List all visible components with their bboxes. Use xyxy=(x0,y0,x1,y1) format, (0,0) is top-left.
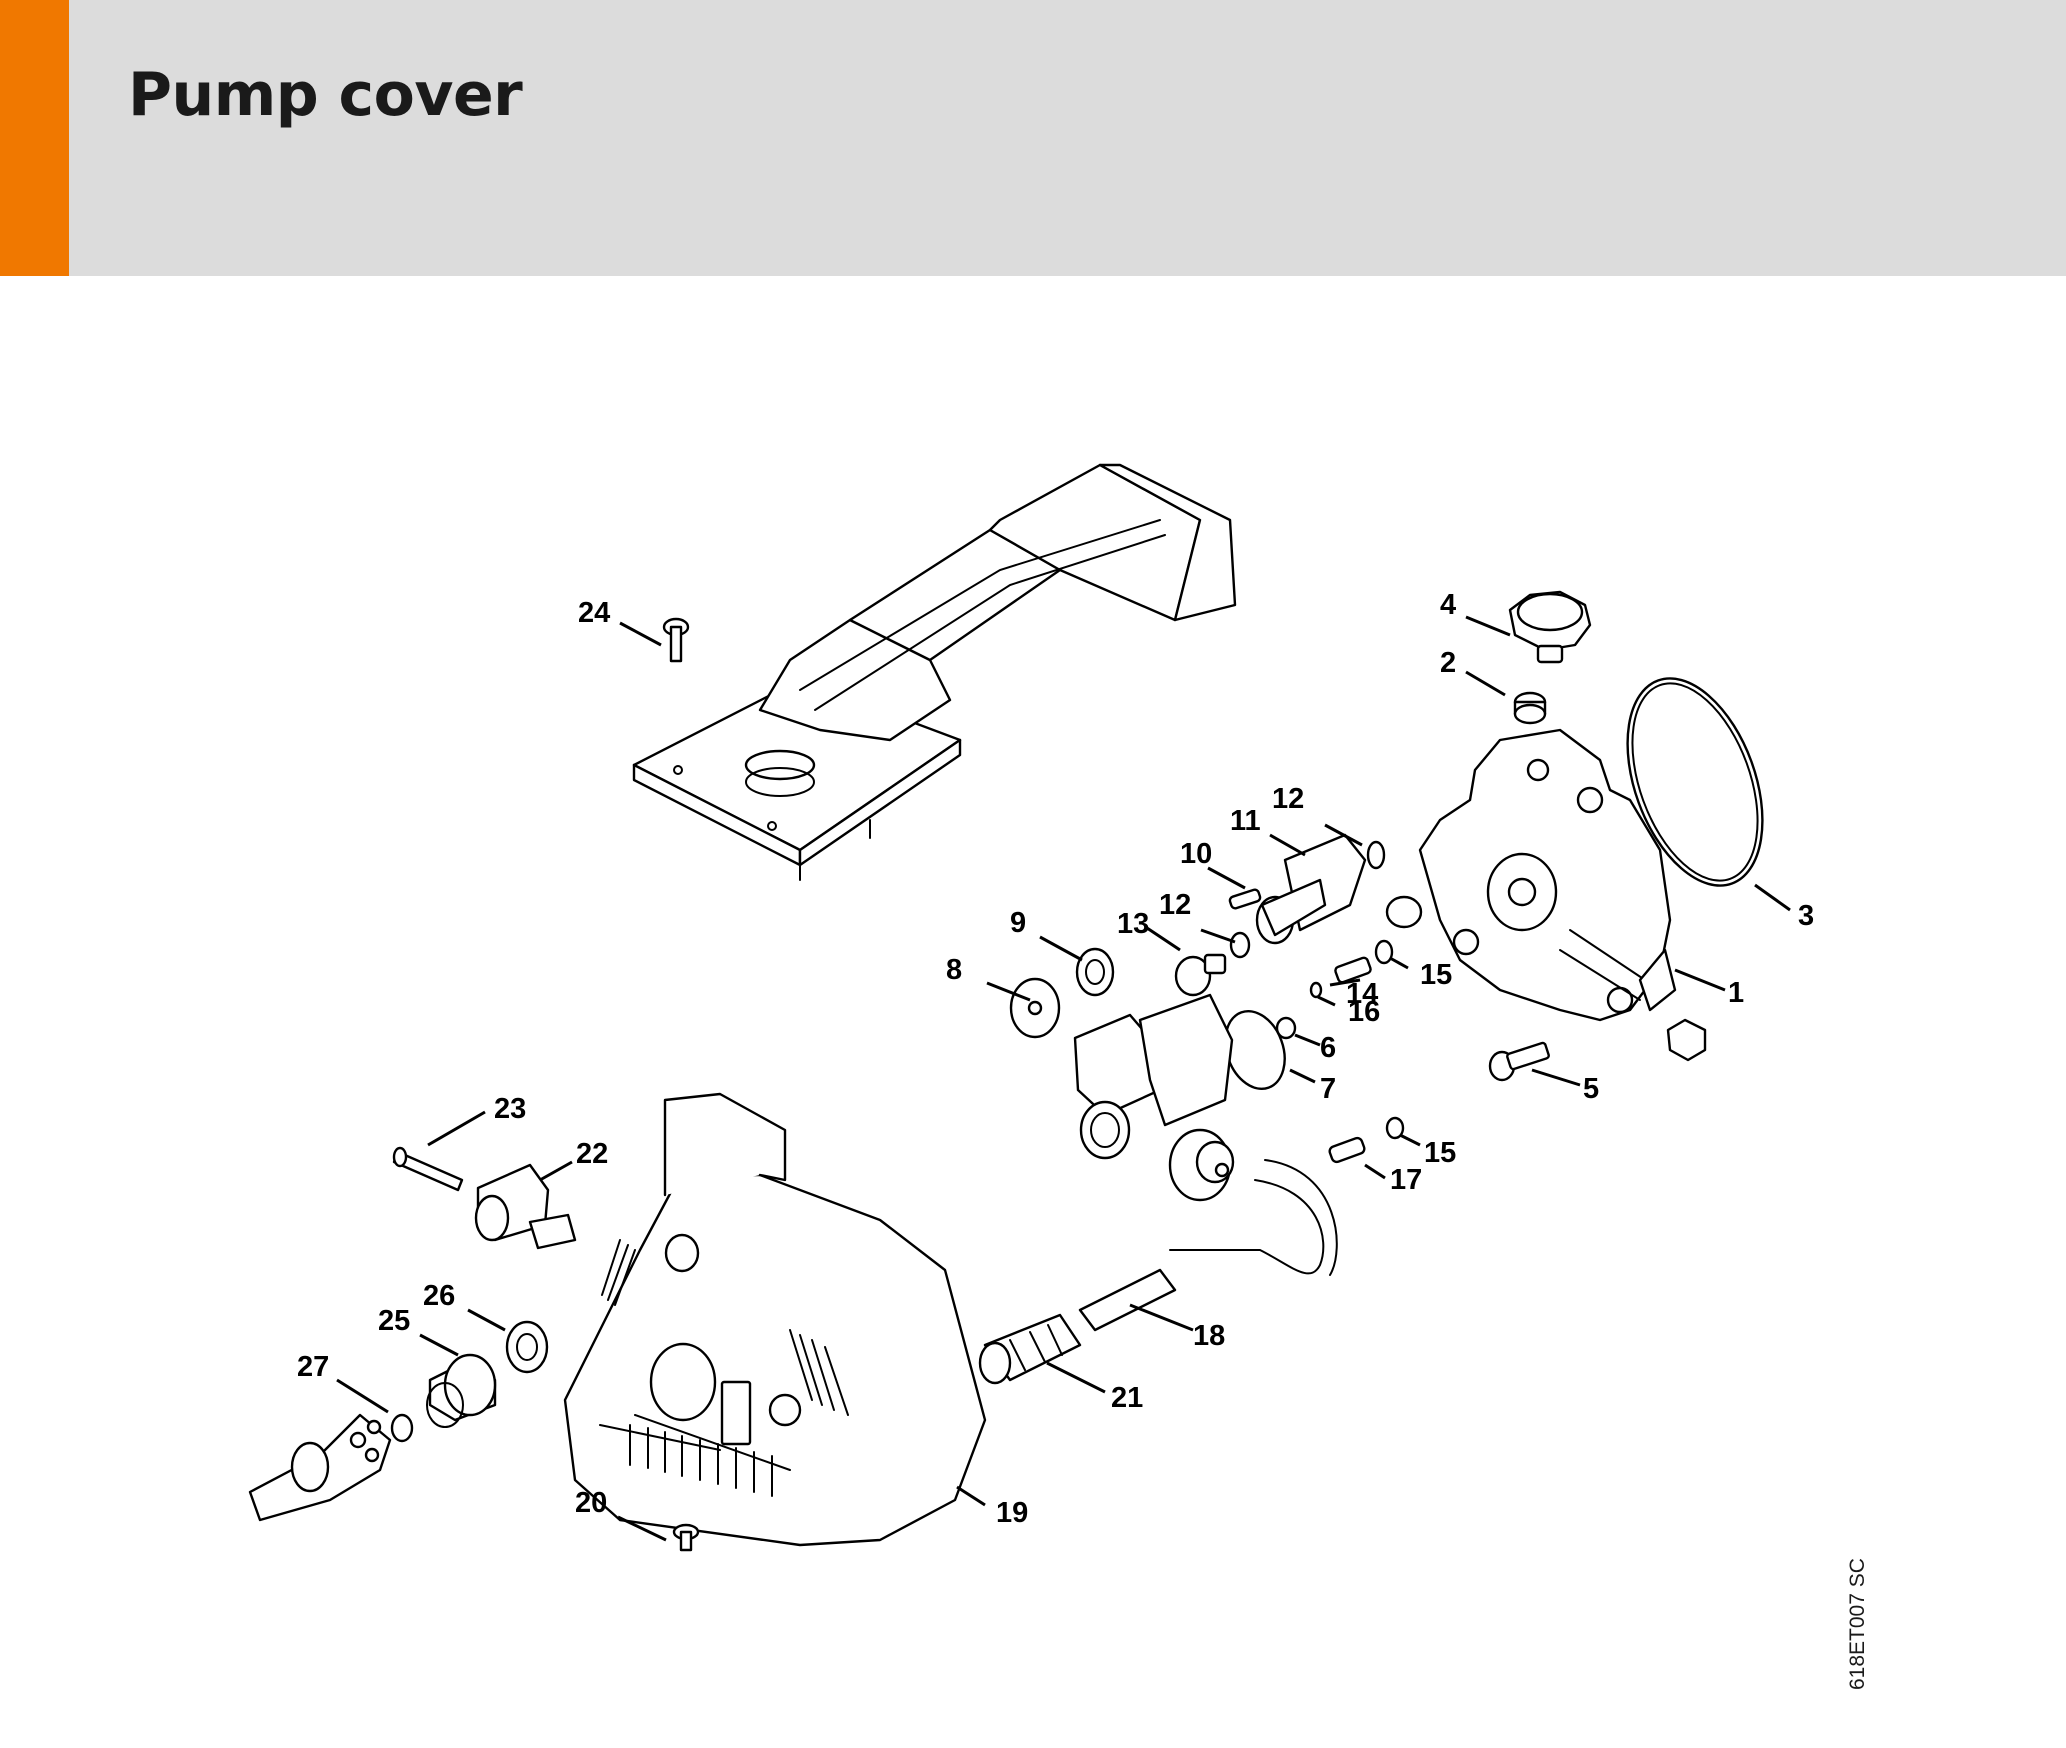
accent-bar xyxy=(0,0,69,276)
callout-labels: 1 2 3 4 5 6 7 8 9 10 11 12 12 13 14 15 1… xyxy=(297,589,1814,1529)
fitting xyxy=(1255,833,1386,945)
valve-body xyxy=(1073,993,1235,1202)
callout-25: 25 xyxy=(378,1305,410,1337)
leader-lines xyxy=(336,615,1791,1542)
callout-2: 2 xyxy=(1440,647,1456,679)
plug-13 xyxy=(1174,953,1227,997)
page-title: Pump cover xyxy=(128,60,523,130)
sealing-cap xyxy=(1385,895,1423,929)
screw-20 xyxy=(672,1523,700,1552)
washer-8 xyxy=(1009,977,1061,1039)
o-ring-large xyxy=(1626,677,1764,887)
callout-18: 18 xyxy=(1193,1320,1225,1352)
header-band: Pump cover xyxy=(0,0,2066,276)
o-ring-15 xyxy=(1374,939,1394,965)
o-ring-12 xyxy=(1229,931,1251,959)
knob-22 xyxy=(474,1163,577,1250)
callout-14: 14 xyxy=(1346,978,1378,1010)
filter-21 xyxy=(978,1313,1082,1385)
screw-23 xyxy=(392,1146,464,1192)
callout-12-top: 12 xyxy=(1272,783,1304,815)
callout-21: 21 xyxy=(1111,1382,1143,1414)
callout-6: 6 xyxy=(1320,1032,1336,1064)
callout-19: 19 xyxy=(996,1497,1028,1529)
callout-15-bottom: 15 xyxy=(1424,1137,1456,1169)
callout-20: 20 xyxy=(575,1487,607,1519)
o-ring-15b xyxy=(1385,1116,1405,1140)
washer-9 xyxy=(1075,947,1115,997)
callout-15-top: 15 xyxy=(1420,959,1452,991)
fitting-17 xyxy=(1328,1136,1366,1164)
screw-5 xyxy=(1488,1041,1550,1082)
callout-16: 16 xyxy=(1348,996,1380,1028)
coupling-25 xyxy=(426,1353,497,1428)
callout-9: 9 xyxy=(1010,907,1026,939)
callout-24: 24 xyxy=(578,597,610,629)
callout-5: 5 xyxy=(1583,1073,1599,1105)
callout-12-mid: 12 xyxy=(1159,889,1191,921)
callout-26: 26 xyxy=(423,1280,455,1312)
callout-8: 8 xyxy=(946,954,962,986)
callout-3: 3 xyxy=(1798,900,1814,932)
screw-10 xyxy=(1228,888,1262,910)
callout-10: 10 xyxy=(1180,838,1212,870)
nut-hex xyxy=(1666,1018,1707,1062)
pump-cover-shell xyxy=(563,1092,987,1547)
nut-small xyxy=(1513,691,1547,725)
callout-13: 13 xyxy=(1117,908,1149,940)
callout-1: 1 xyxy=(1728,977,1744,1009)
callout-11: 11 xyxy=(1230,805,1261,837)
carrying-handle xyxy=(632,463,1237,881)
o-ring-6 xyxy=(1275,1016,1297,1040)
callout-27: 27 xyxy=(297,1351,329,1383)
screw-24 xyxy=(662,617,690,663)
o-ring-16 xyxy=(1309,981,1323,999)
o-ring-27 xyxy=(390,1413,414,1443)
valve-14 xyxy=(1334,956,1372,984)
drawing-reference-code: 618ET007 SC xyxy=(1846,1558,1869,1690)
plug-screw xyxy=(1508,590,1592,664)
callout-23: 23 xyxy=(494,1093,526,1125)
pump-head xyxy=(1418,728,1677,1022)
callout-22: 22 xyxy=(576,1138,608,1170)
callout-17: 17 xyxy=(1390,1164,1422,1196)
nozzle xyxy=(248,1413,392,1522)
callout-4: 4 xyxy=(1440,589,1456,621)
callout-7: 7 xyxy=(1320,1073,1336,1105)
hose xyxy=(1078,1159,1338,1332)
washer-26 xyxy=(505,1320,549,1374)
